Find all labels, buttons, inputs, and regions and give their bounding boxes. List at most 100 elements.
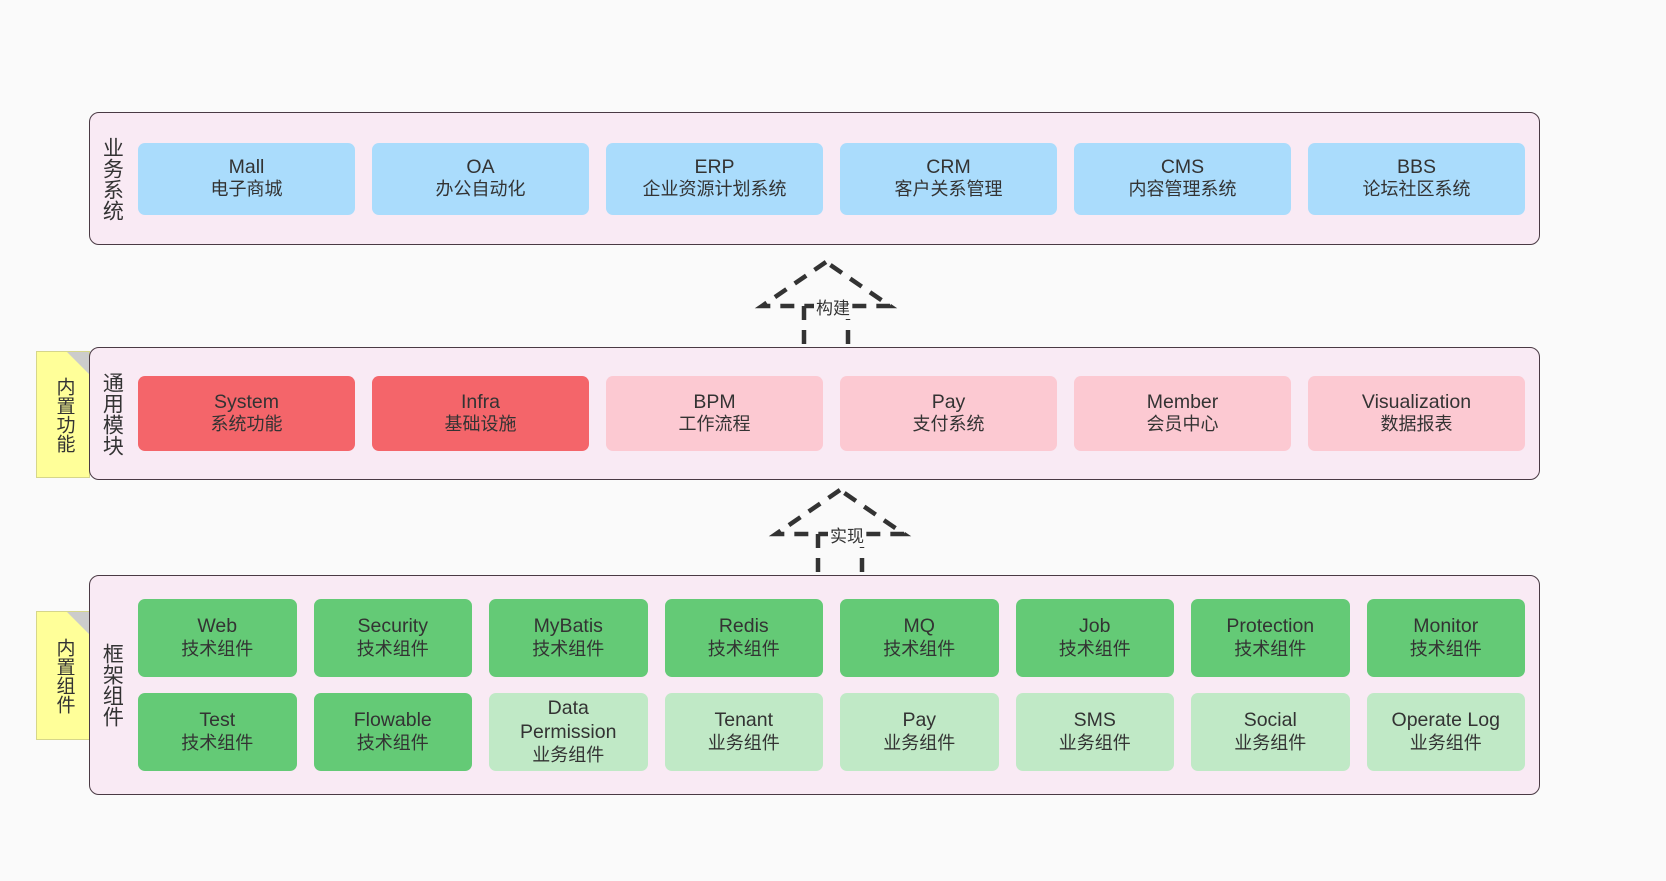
card-subtitle: 技术组件	[707, 638, 780, 659]
card-tenant[interactable]: Tenant 业务组件	[664, 693, 823, 771]
sticky-note-built-in-features: 内置功能	[36, 351, 90, 478]
card-subtitle: 电子商城	[210, 179, 283, 200]
card-test[interactable]: Test 技术组件	[138, 693, 297, 771]
card-mall[interactable]: Mall 电子商城	[138, 142, 355, 215]
card-subtitle: 技术组件	[1058, 638, 1131, 659]
folded-corner-icon	[67, 612, 89, 634]
card-monitor[interactable]: Monitor 技术组件	[1366, 599, 1525, 677]
card-subtitle: 技术组件	[356, 638, 429, 659]
sticky-note-label: 内置组件	[53, 637, 75, 714]
card-title: Protection	[1226, 615, 1315, 638]
layer-business-title: 业务系统	[100, 136, 124, 221]
card-subtitle: 业务组件	[707, 732, 780, 753]
card-title: MyBatis	[533, 615, 603, 638]
card-mybatis[interactable]: MyBatis 技术组件	[489, 599, 648, 677]
card-title: Redis	[718, 615, 769, 638]
card-redis[interactable]: Redis 技术组件	[664, 599, 823, 677]
folded-corner-icon	[67, 352, 89, 374]
card-member[interactable]: Member 会员中心	[1074, 376, 1291, 451]
card-subtitle: 业务组件	[532, 744, 605, 765]
card-mq[interactable]: MQ 技术组件	[840, 599, 999, 677]
card-title: MQ	[903, 615, 935, 638]
layer-business-system: 业务系统 Mall 电子商城 OA 办公自动化 ERP 企业资源计划系统 CRM…	[89, 112, 1540, 245]
card-title: Infra	[460, 390, 501, 413]
card-protection[interactable]: Protection 技术组件	[1191, 599, 1350, 677]
card-title: Security	[357, 615, 428, 638]
card-subtitle: 工作流程	[678, 414, 751, 435]
sticky-note-label: 内置功能	[53, 376, 75, 453]
card-operate-log[interactable]: Operate Log 业务组件	[1366, 693, 1525, 771]
framework-card-row-1: Web 技术组件 Security 技术组件 MyBatis 技术组件 Redi…	[138, 599, 1525, 677]
card-subtitle: 技术组件	[181, 732, 254, 753]
card-sms[interactable]: SMS 业务组件	[1015, 693, 1174, 771]
card-title: ERP	[694, 155, 735, 178]
card-subtitle: 业务组件	[1234, 732, 1307, 753]
connector-build: 构建	[752, 258, 912, 350]
card-subtitle: 技术组件	[883, 638, 956, 659]
card-title: CMS	[1160, 155, 1205, 178]
card-system[interactable]: System 系统功能	[138, 376, 355, 451]
card-visualization[interactable]: Visualization 数据报表	[1308, 376, 1525, 451]
card-pay-component[interactable]: Pay 业务组件	[840, 693, 999, 771]
card-subtitle: 内容管理系统	[1128, 179, 1237, 200]
card-title: Member	[1146, 390, 1219, 413]
card-title: Monitor	[1413, 615, 1479, 638]
layer-common-body: System 系统功能 Infra 基础设施 BPM 工作流程 Pay 支付系统…	[132, 348, 1539, 479]
card-subtitle: 技术组件	[1409, 638, 1482, 659]
card-web[interactable]: Web 技术组件	[138, 599, 297, 677]
card-title: Flowable	[353, 709, 432, 732]
card-title: Visualization	[1361, 390, 1472, 413]
card-bbs[interactable]: BBS 论坛社区系统	[1308, 142, 1525, 215]
card-title: Test	[199, 709, 236, 732]
card-subtitle: 论坛社区系统	[1362, 179, 1471, 200]
layer-framework-component: 框架组件 Web 技术组件 Security 技术组件 MyBatis 技术组件…	[89, 575, 1540, 795]
connector-implement: 实现	[766, 486, 926, 578]
card-title: Pay	[931, 390, 966, 413]
business-card-row: Mall 电子商城 OA 办公自动化 ERP 企业资源计划系统 CRM 客户关系…	[138, 142, 1525, 215]
card-subtitle: 技术组件	[181, 638, 254, 659]
card-title: CRM	[926, 155, 971, 178]
card-title: BBS	[1396, 155, 1437, 178]
card-subtitle: 业务组件	[1409, 732, 1482, 753]
card-title: SMS	[1073, 709, 1116, 732]
card-title: Operate Log	[1391, 709, 1500, 732]
card-title-line2: Permission	[520, 721, 617, 744]
card-oa[interactable]: OA 办公自动化	[372, 142, 589, 215]
generalization-arrowhead	[768, 487, 912, 537]
card-title: Web	[197, 615, 238, 638]
card-subtitle: 客户关系管理	[894, 179, 1003, 200]
connector-build-label: 构建	[814, 294, 852, 319]
layer-common-module: 通用模块 System 系统功能 Infra 基础设施 BPM 工作流程 Pay…	[89, 347, 1540, 480]
card-title: Pay	[902, 709, 937, 732]
card-subtitle: 技术组件	[356, 732, 429, 753]
framework-card-row-2: Test 技术组件 Flowable 技术组件 Data Permission …	[138, 693, 1525, 771]
card-cms[interactable]: CMS 内容管理系统	[1074, 142, 1291, 215]
card-infra[interactable]: Infra 基础设施	[372, 376, 589, 451]
card-title: Mall	[228, 155, 265, 178]
card-social[interactable]: Social 业务组件	[1191, 693, 1350, 771]
card-flowable[interactable]: Flowable 技术组件	[313, 693, 472, 771]
card-title: Data	[547, 697, 589, 720]
card-bpm[interactable]: BPM 工作流程	[606, 376, 823, 451]
common-card-row: System 系统功能 Infra 基础设施 BPM 工作流程 Pay 支付系统…	[138, 376, 1525, 451]
card-crm[interactable]: CRM 客户关系管理	[840, 142, 1057, 215]
card-subtitle: 业务组件	[1058, 732, 1131, 753]
layer-business-body: Mall 电子商城 OA 办公自动化 ERP 企业资源计划系统 CRM 客户关系…	[132, 113, 1539, 244]
card-subtitle: 基础设施	[444, 414, 517, 435]
card-subtitle: 办公自动化	[435, 179, 526, 200]
card-security[interactable]: Security 技术组件	[313, 599, 472, 677]
card-erp[interactable]: ERP 企业资源计划系统	[606, 142, 823, 215]
layer-framework-title: 框架组件	[100, 643, 124, 727]
card-data-permission[interactable]: Data Permission 业务组件	[489, 693, 648, 771]
generalization-arrowhead	[754, 259, 898, 309]
layer-framework-body: Web 技术组件 Security 技术组件 MyBatis 技术组件 Redi…	[132, 576, 1539, 794]
card-title: Job	[1079, 615, 1111, 638]
card-title: Social	[1243, 709, 1297, 732]
card-subtitle: 会员中心	[1146, 414, 1219, 435]
card-job[interactable]: Job 技术组件	[1015, 599, 1174, 677]
layer-common-title: 通用模块	[100, 371, 124, 456]
card-subtitle: 业务组件	[883, 732, 956, 753]
connector-implement-label: 实现	[828, 522, 866, 547]
card-pay-module[interactable]: Pay 支付系统	[840, 376, 1057, 451]
